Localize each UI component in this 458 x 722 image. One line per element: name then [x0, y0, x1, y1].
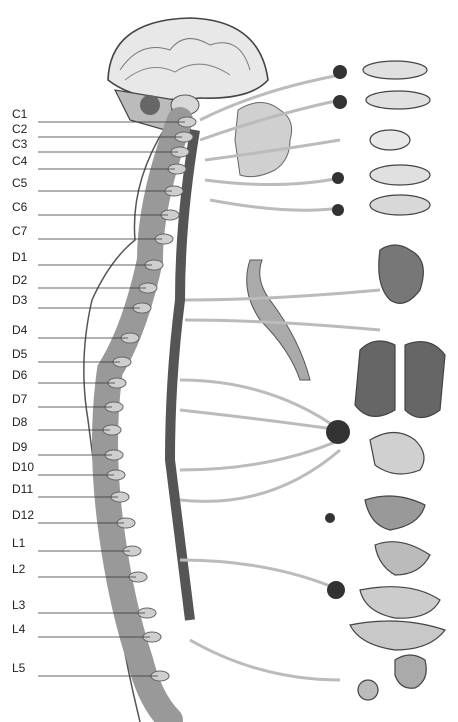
- ganglia: [325, 65, 350, 599]
- lungs-organ: [355, 341, 395, 416]
- vertebra-label-d2: D2: [12, 274, 27, 286]
- vertebra-label-l1: L1: [12, 537, 25, 549]
- vertebra-label-d1: D1: [12, 251, 27, 263]
- vertebra-label-d3: D3: [12, 294, 27, 306]
- salivary-organ: [370, 130, 410, 150]
- stomach-organ: [370, 433, 424, 475]
- bladder-organ: [395, 655, 426, 688]
- vertebra-label-l5: L5: [12, 662, 25, 674]
- vertebra-label-d4: D4: [12, 324, 27, 336]
- gland-organ: [366, 91, 430, 109]
- spinal-column: [103, 117, 196, 720]
- vertebra-label-c1: C1: [12, 108, 27, 120]
- vertebra-label-d8: D8: [12, 416, 27, 428]
- vertebra-label-l2: L2: [12, 563, 25, 575]
- vertebra-label-d6: D6: [12, 369, 27, 381]
- vertebra-label-c7: C7: [12, 225, 27, 237]
- vertebra-label-l3: L3: [12, 599, 25, 611]
- vertebra-label-c5: C5: [12, 177, 27, 189]
- vertebra-label-d9: D9: [12, 441, 27, 453]
- vertebra-label-c4: C4: [12, 155, 27, 167]
- heart-organ: [379, 245, 424, 303]
- vertebra-label-c2: C2: [12, 123, 27, 135]
- esophagus: [247, 260, 310, 380]
- vertebra-label-c3: C3: [12, 138, 27, 150]
- vertebra-label-d5: D5: [12, 348, 27, 360]
- vertebra-label-d7: D7: [12, 393, 27, 405]
- vertebra-label-c6: C6: [12, 201, 27, 213]
- vertebra-label-d12: D12: [12, 509, 34, 521]
- organs: [350, 61, 445, 700]
- eye-organ: [363, 61, 427, 79]
- vertebra-label-d11: D11: [12, 483, 33, 495]
- intestine-organ: [360, 587, 440, 619]
- vertebra-label-d10: D10: [12, 461, 34, 473]
- vertebra-label-l4: L4: [12, 623, 25, 635]
